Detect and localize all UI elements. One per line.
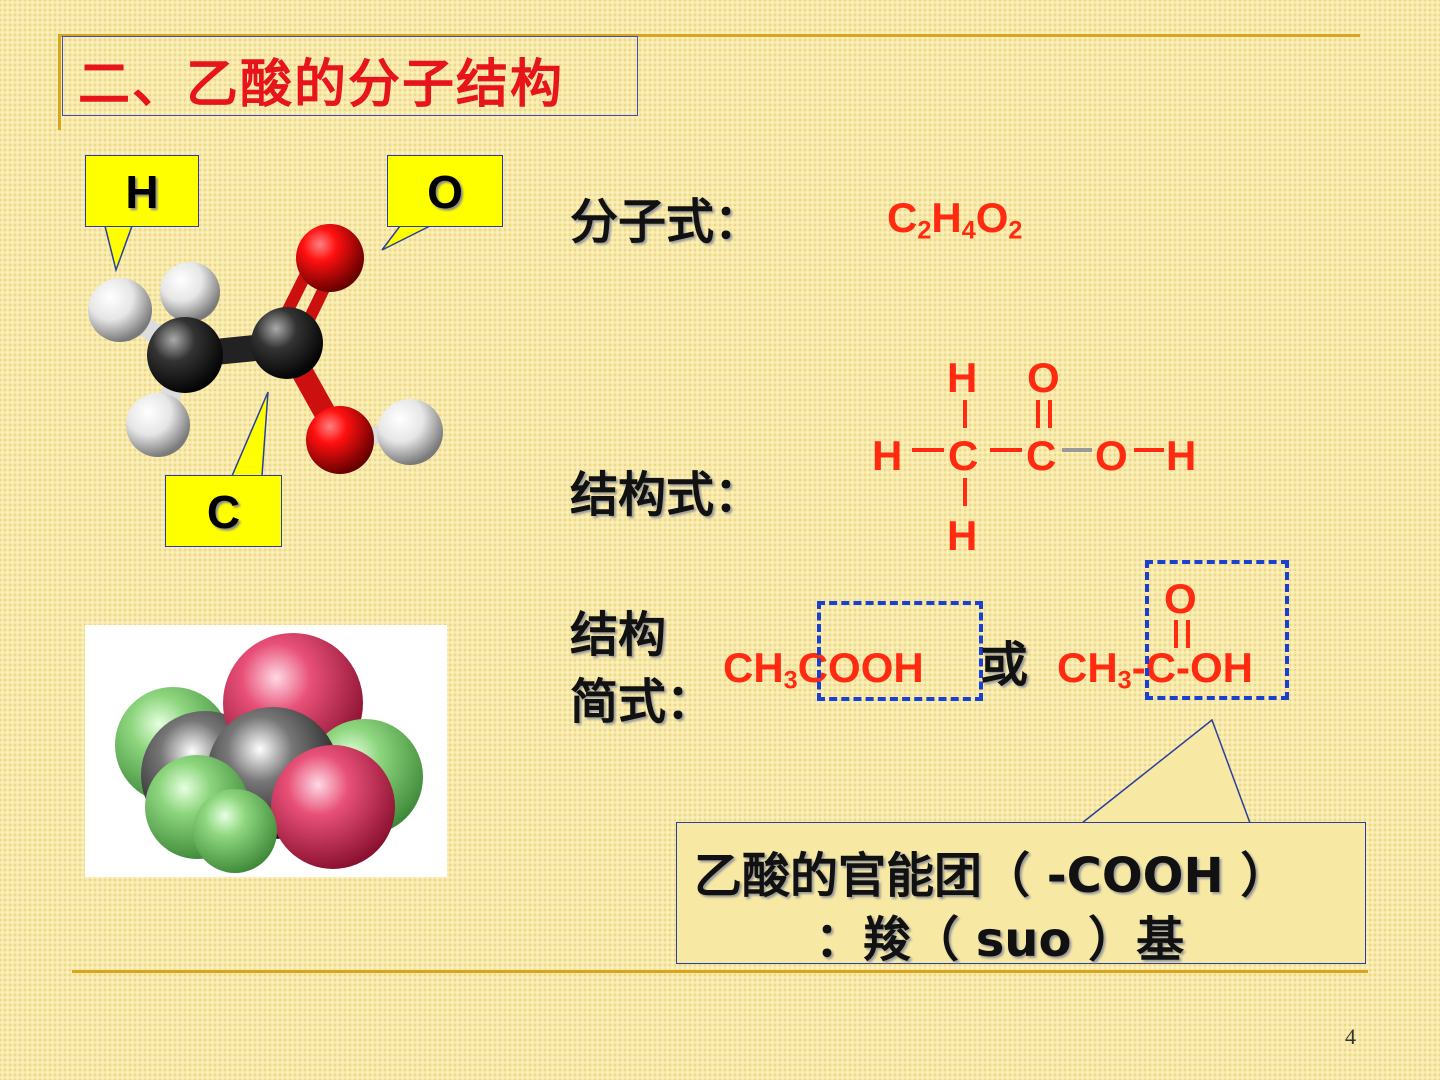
functional-group-dashbox-1 [817,601,983,701]
model-atom-c [147,317,223,393]
bottom-rule [72,970,1368,973]
molecular-formula-label: 分子式： [570,194,763,250]
atom-c1: C [948,432,979,479]
top-rule [60,34,1360,37]
page-number: 4 [1345,1024,1356,1049]
model-atom-h [377,399,443,465]
atom-h-right: H [1166,432,1197,479]
callout-h: H [85,155,199,227]
atom-h-left: H [872,432,903,479]
slide-title: 二、乙酸的分子结构 [78,55,565,115]
space-filling-model [85,625,447,877]
condensed-formula-label-line2: 简式： [570,674,715,730]
functional-group-info-box [676,822,1366,964]
callout-c-label: C [206,486,241,538]
callout-h-label: H [125,166,159,218]
model-atom-h [126,393,190,457]
model-atom-o [306,406,374,474]
atom-o-right: O [1095,432,1128,479]
condensed-formula-label-line1: 结构 [570,607,667,663]
callout-o: O [387,155,503,227]
title-box [62,36,638,116]
model-atom-o [296,224,364,292]
structural-formula-label: 结构式： [570,467,763,523]
atom-c2: C [1026,432,1057,479]
left-rule [58,34,61,130]
or-word: 或 [980,637,1029,693]
condensed-formula-2-oxygen: O [1164,575,1197,622]
functional-group-line1: 乙酸的官能团（ -COOH ） [694,848,1289,904]
model-atom-h [88,278,152,342]
functional-group-dashbox-2 [1145,560,1289,700]
callout-o-label: O [427,166,463,218]
functional-group-line2: ：羧（ suo ）基 [815,912,1185,968]
condensed-formula-2: CH3-C-OH [1057,644,1253,695]
model-atom-h [160,262,220,322]
molecular-formula-value: C2H4O2 [887,194,1023,245]
atom-h-bottom: H [947,512,978,559]
callout-c: C [165,475,282,547]
atom-h-top: H [947,354,978,401]
ball-and-stick-model [88,224,443,477]
atom-o-top: O [1027,354,1060,401]
info-callout-pointer [1079,718,1252,824]
model-atom-c [251,307,323,379]
